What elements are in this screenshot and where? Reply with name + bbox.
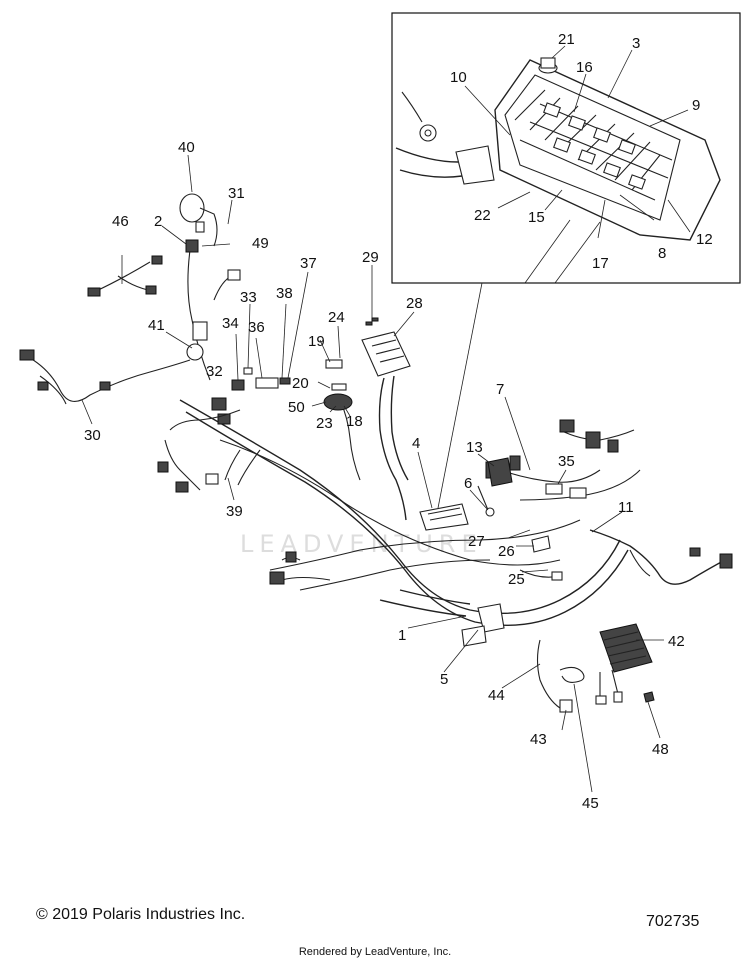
callout-33: 33: [240, 289, 257, 306]
callout-8: 8: [658, 245, 666, 262]
callout-48: 48: [652, 741, 669, 758]
callout-15: 15: [528, 209, 545, 226]
callout-7: 7: [496, 381, 504, 398]
callout-26: 26: [498, 543, 515, 560]
callout-37: 37: [300, 255, 317, 272]
callout-13: 13: [466, 439, 483, 456]
callout-42: 42: [668, 633, 685, 650]
callout-1: 1: [398, 627, 406, 644]
callout-24: 24: [328, 309, 345, 326]
callout-20: 20: [292, 375, 309, 392]
callout-38: 38: [276, 285, 293, 302]
callout-28: 28: [406, 295, 423, 312]
callout-11: 11: [618, 499, 634, 516]
callout-22: 22: [474, 207, 491, 224]
callout-35: 35: [558, 453, 575, 470]
callout-34: 34: [222, 315, 239, 332]
callout-39: 39: [226, 503, 243, 520]
callout-32: 32: [206, 363, 223, 380]
leader-lines: [81, 154, 664, 793]
callout-4: 4: [412, 435, 420, 452]
callout-41: 41: [148, 317, 165, 334]
copyright-notice: © 2019 Polaris Industries Inc.: [36, 906, 246, 923]
callout-12: 12: [696, 231, 713, 248]
callout-31: 31: [228, 185, 245, 202]
fuse-box-inset: [391, 12, 741, 509]
callout-23: 23: [316, 415, 333, 432]
diagram-number: 702735: [646, 913, 700, 930]
callout-29: 29: [362, 249, 379, 266]
callout-45: 45: [582, 795, 599, 812]
callout-16: 16: [576, 59, 593, 76]
watermark: LEADVENTURE: [240, 530, 483, 558]
callout-49: 49: [252, 235, 269, 252]
callout-18: 18: [346, 413, 363, 430]
regulator: [599, 623, 653, 673]
callout-10: 10: [450, 69, 467, 86]
callout-30: 30: [84, 427, 101, 444]
callout-36: 36: [248, 319, 265, 336]
callout-21: 21: [558, 31, 575, 48]
callout-50: 50: [288, 399, 305, 416]
callout-6: 6: [464, 475, 472, 492]
callout-19: 19: [308, 333, 325, 350]
callout-40: 40: [178, 139, 195, 156]
callout-43: 43: [530, 731, 547, 748]
callout-25: 25: [508, 571, 525, 588]
callout-labels: 21 3 16 10 9 22 15 17 8 12 40 31 46 2 49…: [84, 31, 713, 812]
callout-5: 5: [440, 671, 448, 688]
callout-46: 46: [112, 213, 129, 230]
ecu-module: [361, 331, 411, 377]
fuse-grid: [514, 89, 673, 201]
callout-2: 2: [154, 213, 162, 230]
callout-17: 17: [592, 255, 609, 272]
callout-44: 44: [488, 687, 505, 704]
main-harness: [19, 193, 733, 713]
callout-9: 9: [692, 97, 700, 114]
callout-3: 3: [632, 35, 640, 52]
callout-27: 27: [468, 533, 485, 550]
rendered-by-credit: Rendered by LeadVenture, Inc.: [298, 946, 452, 958]
